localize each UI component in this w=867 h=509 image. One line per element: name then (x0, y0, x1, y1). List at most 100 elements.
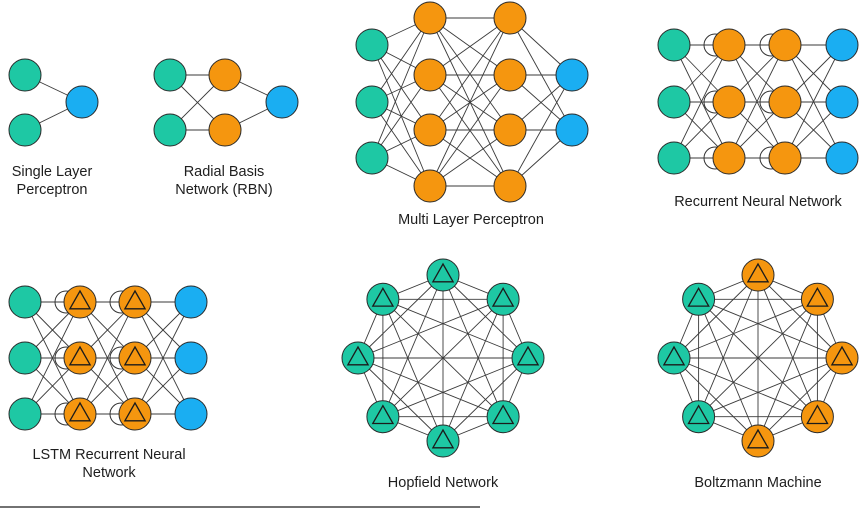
memory-cell-triangle (830, 345, 854, 366)
connection-edge (784, 44, 843, 159)
memory-cell-node (63, 397, 97, 431)
memory-cell-triangle (806, 286, 829, 307)
hidden-unit-node (800, 282, 834, 316)
connection-edge (357, 357, 504, 418)
output-node (65, 85, 99, 119)
input-node (657, 85, 691, 119)
diagram-label: Hopfield Network (388, 475, 499, 491)
memory-cell-node (118, 285, 152, 319)
connection-edge (382, 274, 444, 417)
connection-edge (79, 301, 136, 415)
memory-cell-triangle (68, 345, 92, 366)
connection-edge (698, 357, 843, 418)
connection-edge (673, 298, 818, 359)
hopfield-node (426, 258, 460, 292)
hopfield-node (486, 282, 520, 316)
input-node (657, 28, 691, 62)
hidden-unit-node (800, 400, 834, 434)
connection-edge (673, 357, 759, 442)
memory-cell-node (63, 285, 97, 319)
memory-cell-triangle (123, 401, 147, 422)
memory-cell-triangle (746, 262, 770, 283)
connection-edge (429, 17, 511, 187)
connection-edge (429, 74, 511, 187)
multi-layer-perceptron-diagram: Multi Layer Perceptron (355, 1, 589, 228)
memory-cell-triangle (516, 345, 540, 366)
connection-edge (673, 357, 818, 418)
diagram-label: Multi Layer Perceptron (398, 212, 544, 228)
diagram-label: Perceptron (17, 182, 88, 198)
boltzmann-machine-diagram: Boltzmann Machine (657, 258, 859, 491)
connection-edge (357, 298, 504, 359)
hidden-node (413, 113, 447, 147)
hopfield-node (426, 424, 460, 458)
input-node (657, 141, 691, 175)
output-node (174, 341, 208, 375)
diagram-label: Network (82, 465, 136, 481)
hopfield-node (366, 400, 400, 434)
hidden-node (413, 58, 447, 92)
connection-edge (442, 274, 504, 417)
diagram-label: Radial Basis (184, 164, 265, 180)
recurrent-hidden-node (712, 141, 746, 175)
input-node (355, 28, 389, 62)
connection-edge (382, 298, 504, 418)
output-node (555, 58, 589, 92)
hidden-node (493, 1, 527, 35)
memory-cell-triangle (746, 428, 770, 449)
connection-edge (24, 301, 81, 415)
connection-edge (382, 299, 444, 442)
connection-edge (134, 301, 192, 415)
hidden-node (208, 113, 242, 147)
connection-edge (429, 17, 511, 131)
input-node (8, 113, 42, 147)
hidden-node (493, 113, 527, 147)
hopfield-node (511, 341, 545, 375)
hopfield-node (341, 341, 375, 375)
input-node (8, 285, 42, 319)
hidden-unit-node (741, 424, 775, 458)
memory-cell-triangle (431, 428, 455, 449)
memory-cell-triangle (123, 289, 147, 310)
connection-edge (728, 44, 786, 159)
memory-cell-triangle (687, 404, 710, 425)
input-node (8, 397, 42, 431)
visible-unit-node (682, 400, 716, 434)
connection-edge (442, 299, 504, 442)
connection-edge (371, 17, 431, 159)
output-node (174, 397, 208, 431)
input-node (153, 58, 187, 92)
hidden-node (493, 169, 527, 203)
output-node (174, 285, 208, 319)
input-node (8, 341, 42, 375)
memory-cell-triangle (68, 401, 92, 422)
output-node (265, 85, 299, 119)
connection-edge (757, 274, 818, 417)
diagram-label: Boltzmann Machine (694, 475, 821, 491)
recurrent-neural-network-diagram: Recurrent Neural Network (657, 28, 859, 210)
diagram-label: Single Layer (12, 164, 93, 180)
recurrent-hidden-node (712, 28, 746, 62)
hopfield-network-diagram: Hopfield Network (341, 258, 545, 491)
memory-cell-triangle (68, 289, 92, 310)
input-node (355, 141, 389, 175)
connection-edge (382, 298, 529, 359)
recurrent-hidden-node (768, 85, 802, 119)
hidden-unit-node (741, 258, 775, 292)
hidden-node (208, 58, 242, 92)
memory-cell-triangle (491, 404, 515, 425)
output-node (825, 141, 859, 175)
connection-edge (757, 299, 818, 442)
connection-edge (509, 17, 573, 131)
input-node (153, 113, 187, 147)
recurrent-hidden-node (768, 28, 802, 62)
hidden-unit-node (825, 341, 859, 375)
connection-edge (698, 298, 818, 418)
visible-unit-node (682, 282, 716, 316)
connection-edge (382, 357, 529, 418)
hidden-node (493, 58, 527, 92)
